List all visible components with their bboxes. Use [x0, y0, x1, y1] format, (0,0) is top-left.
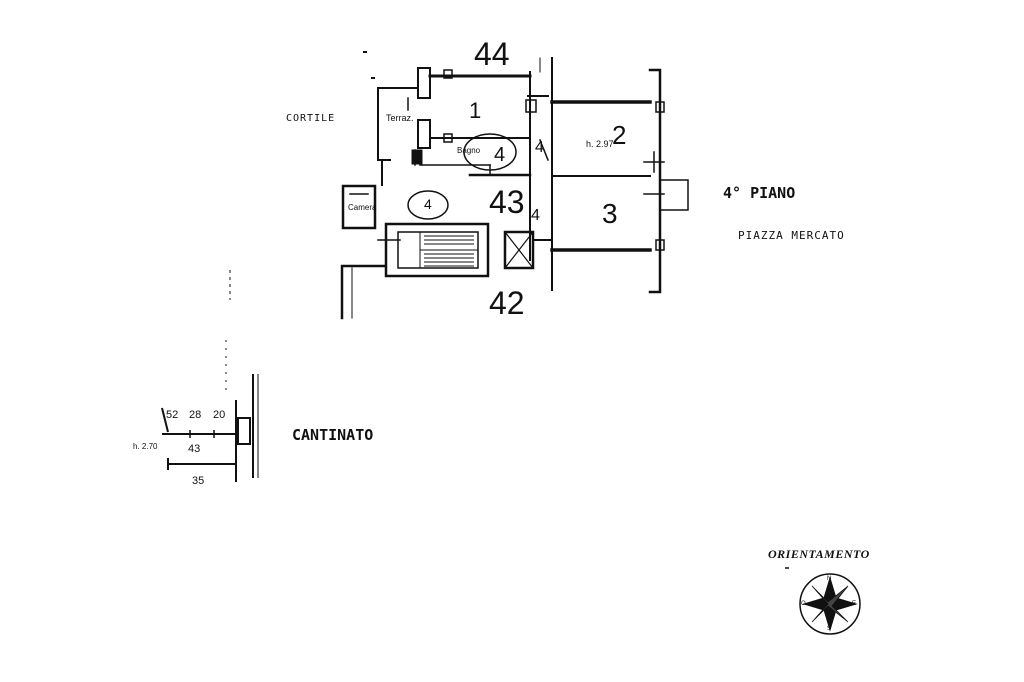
compass-s: S — [827, 626, 832, 632]
room-1-label: 1 — [469, 98, 482, 123]
closet-label: Camera — [348, 203, 377, 212]
room-4-bath-label: 4 — [494, 144, 506, 166]
room-3-label: 3 — [602, 198, 618, 229]
room-4-circle-label: 4 — [424, 196, 432, 212]
lot-43-label: 43 — [489, 184, 525, 220]
basement-dim-52: 52 — [166, 409, 179, 421]
floor-label: 4° PIANO — [723, 184, 796, 202]
compass-o: O — [801, 601, 806, 607]
room-2-label: 2 — [612, 120, 627, 150]
courtyard-label: CORTILE — [286, 113, 336, 124]
basement-height: h. 2.70 — [133, 442, 158, 451]
walls — [340, 51, 689, 320]
compass-n: N — [827, 576, 832, 582]
compass-rose-icon — [785, 567, 861, 635]
basement-dim-35: 35 — [192, 475, 205, 487]
basement-dim-43: 43 — [188, 443, 201, 455]
room-4-side-label: 4 — [535, 139, 544, 156]
basement-dim-20: 20 — [213, 409, 226, 421]
basement-title: CANTINATO — [292, 426, 374, 444]
room-4-bottom-label: 4 — [531, 207, 540, 224]
basement-drawing — [161, 270, 259, 482]
lot-44-label: 44 — [474, 36, 510, 72]
bathroom-label: Bagno — [457, 146, 481, 155]
stair-treads — [424, 235, 474, 267]
compass-e: E — [852, 601, 857, 607]
terrace-label: Terraz. — [386, 113, 414, 123]
lot-42-label: 42 — [489, 285, 525, 321]
room-circles — [407, 133, 517, 220]
square-label: PIAZZA MERCATO — [738, 229, 845, 242]
orientation-title: ORIENTAMENTO — [768, 547, 870, 561]
basement-dim-28: 28 — [189, 409, 202, 421]
height-label: h. 2.97 — [586, 139, 614, 149]
